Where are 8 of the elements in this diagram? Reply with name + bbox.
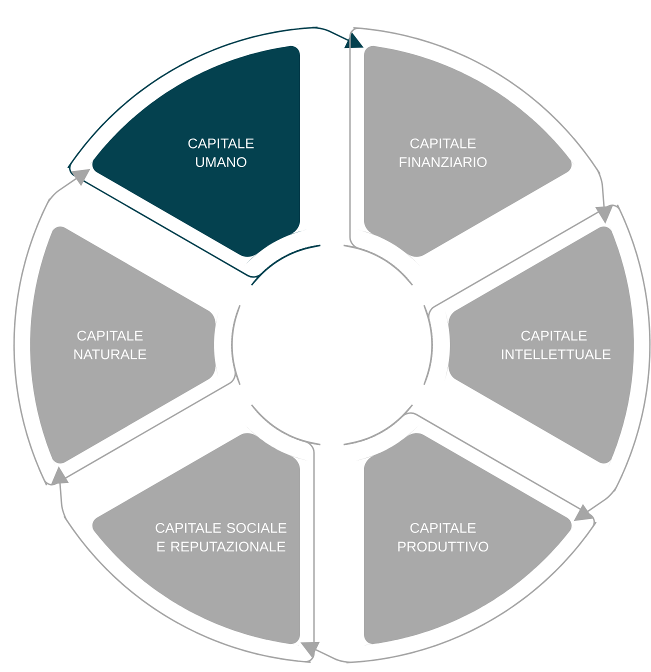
cycle-segment: CAPITALE INTELLETTUALE <box>444 222 634 468</box>
cycle-arrow <box>51 404 322 663</box>
cycle-segment: CAPITALE UMANO <box>88 44 308 266</box>
cycle-segment: CAPITALE SOCIALE E REPUTAZIONALE <box>88 424 308 646</box>
cycle-segment: CAPITALE PRODUTTIVO <box>356 424 576 646</box>
cycle-arrow <box>342 27 613 286</box>
cycle-segment: CAPITALE NATURALE <box>30 222 220 468</box>
cycle-segment: CAPITALE FINANZIARIO <box>356 44 576 266</box>
